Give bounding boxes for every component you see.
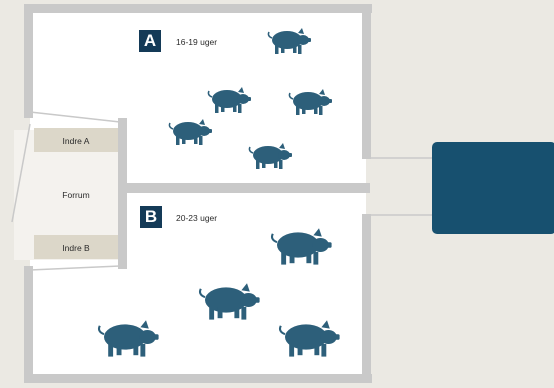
room-b-age-label: 20-23 uger <box>176 213 218 223</box>
door-b-panel <box>34 235 118 259</box>
wall-divider <box>122 183 370 193</box>
anteroom-line-top <box>29 111 121 123</box>
wall-left-upper <box>24 4 33 118</box>
wall-right-lower <box>362 214 371 383</box>
duct-gap <box>366 158 432 215</box>
door-b-label: Indre B <box>62 243 90 253</box>
ventilation-unit <box>432 142 554 234</box>
wall-bottom <box>24 374 372 383</box>
room-a-badge: A <box>139 30 161 52</box>
wall-right-upper <box>362 4 371 159</box>
anteroom-line-bottom <box>29 265 121 271</box>
wall-inner-vertical <box>118 118 127 269</box>
wall-left-lower <box>24 266 33 383</box>
room-b-badge: B <box>140 206 162 228</box>
anteroom-label: Forrum <box>62 190 90 200</box>
room-a-age-label: 16-19 uger <box>176 37 218 47</box>
door-a-panel <box>34 128 118 152</box>
door-a-label: Indre A <box>62 136 90 146</box>
wall-top <box>24 4 372 13</box>
walls <box>24 4 372 383</box>
anteroom-line-left <box>11 123 31 223</box>
